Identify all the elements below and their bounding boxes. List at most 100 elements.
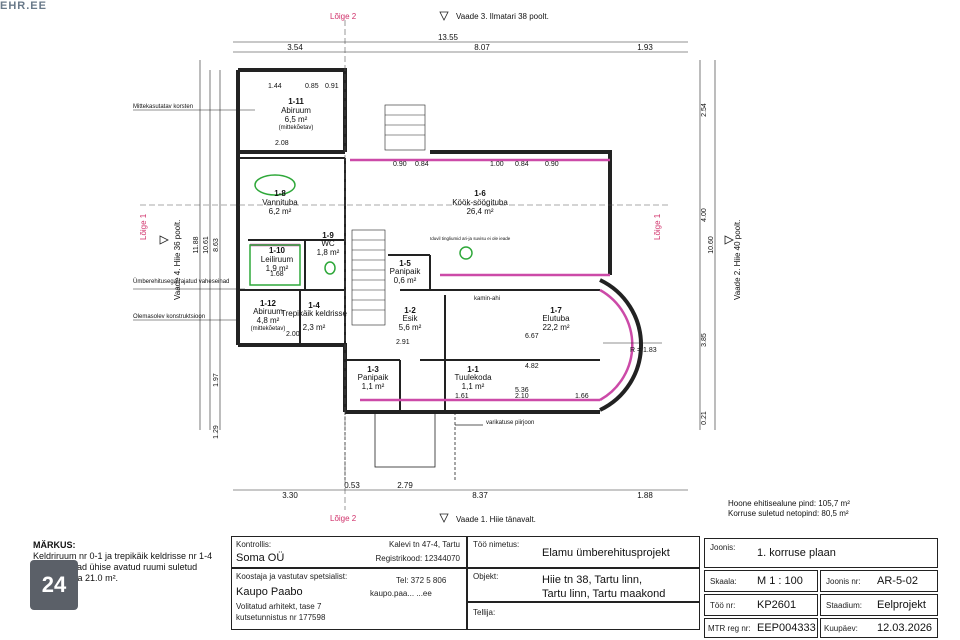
room-area: 26,4 m² <box>466 207 493 216</box>
room-id: 1-6 <box>474 189 486 198</box>
dim-top-a: 3.54 <box>287 43 303 52</box>
room-name: Trepikäik keldrisse <box>281 309 347 318</box>
dim-right-d: 3.85 <box>701 333 708 347</box>
annotation-partition: Ümberehitusega rajatud vaheseinad <box>133 278 229 285</box>
stage-cell: Staadium: Eelprojekt <box>820 594 938 616</box>
date-label: Kuupäev: <box>824 624 858 633</box>
control-address: Kalevi tn 47-4, Tartu <box>388 540 460 549</box>
jobno-value: KP2601 <box>757 599 797 611</box>
view-labels: Vaade 3. Ilmatari 38 poolt. Vaade 1. Hii… <box>173 12 742 524</box>
room-area: 22,2 m² <box>542 323 569 332</box>
work-label: Töö nimetus: <box>473 540 520 549</box>
room-sub: (mittekõetav) <box>279 125 314 131</box>
dimension-lines <box>199 41 716 491</box>
object-cell: Objekt: Hiie tn 38, Tartu linn, Tartu li… <box>467 568 700 602</box>
building-area: Hoone ehitisealune pind: 105,7 m² <box>728 499 850 508</box>
room-name: Panipaik <box>390 267 422 276</box>
annotation-fireplace: kamin-ahi <box>474 296 500 302</box>
room-id: 1-9 <box>322 231 334 240</box>
vertical-dimension-labels: 11.88 10.61 8.63 1.97 1.29 2.54 4.00 10.… <box>193 83 715 439</box>
room-id: 1-1 <box>467 365 479 374</box>
bay-window-wall <box>599 278 643 412</box>
dim-small-11: 5.36 <box>515 387 529 394</box>
sheet-cell: Joonis: 1. korruse plaan <box>704 538 938 568</box>
sheet-label: Joonis: <box>710 543 736 552</box>
scale-label: Skaala: <box>710 577 737 586</box>
annotation-small: Iduvil tingliumid ari-ja suvisu ei ole i… <box>430 236 511 241</box>
room-labels: 1-11 Abiruum 6,5 m² (mittekõetav) 1-8 Va… <box>251 97 570 391</box>
room-area: 1,8 m² <box>317 248 340 257</box>
stage-value: Eelprojekt <box>877 599 926 611</box>
section-bottom: Lõige 2 <box>330 514 357 523</box>
area-summary: Hoone ehitisealune pind: 105,7 m² Korrus… <box>728 499 850 518</box>
room-name: Vannituba <box>262 198 298 207</box>
client-cell: Tellija: <box>467 602 700 630</box>
sheetno-cell: Joonis nr: AR-5-02 <box>820 570 938 592</box>
author-title: Volitatud arhitekt, tase 7 <box>236 602 322 611</box>
room-id: 1-5 <box>399 259 411 268</box>
dim-right-c: 10.60 <box>708 236 715 254</box>
dim-small-7: 0.84 <box>515 161 529 168</box>
author-label: Koostaja ja vastutav spetsialist: <box>236 572 348 581</box>
room-name: Köök-söögituba <box>452 198 508 207</box>
dim-top-total: 13.55 <box>438 33 459 42</box>
view-bottom: Vaade 1. Hiie tänavalt. <box>456 515 536 524</box>
section-top: Lõige 2 <box>330 12 357 21</box>
room-area: 1,9 m² <box>266 264 289 273</box>
room-id: 1-8 <box>274 189 286 198</box>
room-area: 1,1 m² <box>462 382 485 391</box>
new-partition-walls <box>250 158 634 402</box>
dim-bottom-b: 0.53 <box>344 481 360 490</box>
dim-small-10: 4.82 <box>525 363 539 370</box>
room-id: 1-2 <box>404 306 416 315</box>
dim-top-b: 8.07 <box>474 43 490 52</box>
control-name: Soma OÜ <box>236 552 285 564</box>
dim-small-17: 1.68 <box>270 271 284 278</box>
object-label: Objekt: <box>473 572 499 581</box>
room-name: WC <box>321 239 335 248</box>
control-label: Kontrollis: <box>236 540 272 549</box>
control-reg: Registrikood: 12344070 <box>375 554 460 563</box>
dim-bottom-e: 1.88 <box>637 491 653 500</box>
section-right: Lõige 1 <box>653 213 662 240</box>
mtr-label: MTR reg nr: <box>708 624 751 633</box>
author-phone: Tel: 372 5 806 <box>396 576 447 585</box>
dim-small-14: 1.61 <box>455 393 469 400</box>
room-id: 1-3 <box>367 365 379 374</box>
dim-small-16: 2.00 <box>286 331 300 338</box>
annotation-existing: Olemasolev konstruktsioon <box>133 314 205 320</box>
sheetno-label: Joonis nr: <box>826 577 861 586</box>
room-area: 1,1 m² <box>362 382 385 391</box>
section-labels: Lõige 2 Lõige 2 Lõige 1 Lõige 1 <box>139 12 662 523</box>
section-left: Lõige 1 <box>139 213 148 240</box>
room-sub: (mittekõetav) <box>251 326 286 332</box>
dim-right-e: 0.21 <box>701 411 708 425</box>
annotation-canopy: varikatuse piirjoon <box>486 420 534 426</box>
dim-radius: R = 1.83 <box>630 347 657 354</box>
stairs <box>351 104 426 326</box>
sheet-value: 1. korruse plaan <box>757 547 836 559</box>
room-name: Leiliruum <box>261 255 294 264</box>
room-id: 1-11 <box>288 97 304 106</box>
remark-title: MÄRKUS: <box>33 540 76 550</box>
stage-label: Staadium: <box>826 601 863 610</box>
room-area: 6,2 m² <box>269 207 292 216</box>
site-logo: EHR.EE <box>0 0 47 12</box>
jobno-label: Töö nr: <box>710 601 736 610</box>
dimension-labels: 13.55 3.54 8.07 1.93 3.30 0.53 2.79 8.37… <box>282 33 653 500</box>
dim-small-13: 2.10 <box>515 393 529 400</box>
view-right: Vaade 2. Hiie 40 poolt. <box>733 220 742 300</box>
dim-small-8: 0.90 <box>545 161 559 168</box>
sanitary-fixtures <box>249 174 473 286</box>
author-cert: kutsetunnistus nr 177598 <box>236 613 326 622</box>
mtr-cell: MTR reg nr: EEP004333 <box>704 618 818 638</box>
dim-small-2: 0.85 <box>305 83 319 90</box>
page-number-badge: 24 <box>30 560 78 610</box>
room-name: Elutuba <box>542 314 570 323</box>
dim-left-e: 1.29 <box>213 425 220 439</box>
dim-left-d: 1.97 <box>213 373 220 387</box>
scale-value: M 1 : 100 <box>757 575 803 587</box>
room-id: 1-4 <box>308 301 320 310</box>
dim-small-5: 0.84 <box>415 161 429 168</box>
plan-annotations: Mittekasutatav korsten Ümberehitusega ra… <box>133 104 534 426</box>
